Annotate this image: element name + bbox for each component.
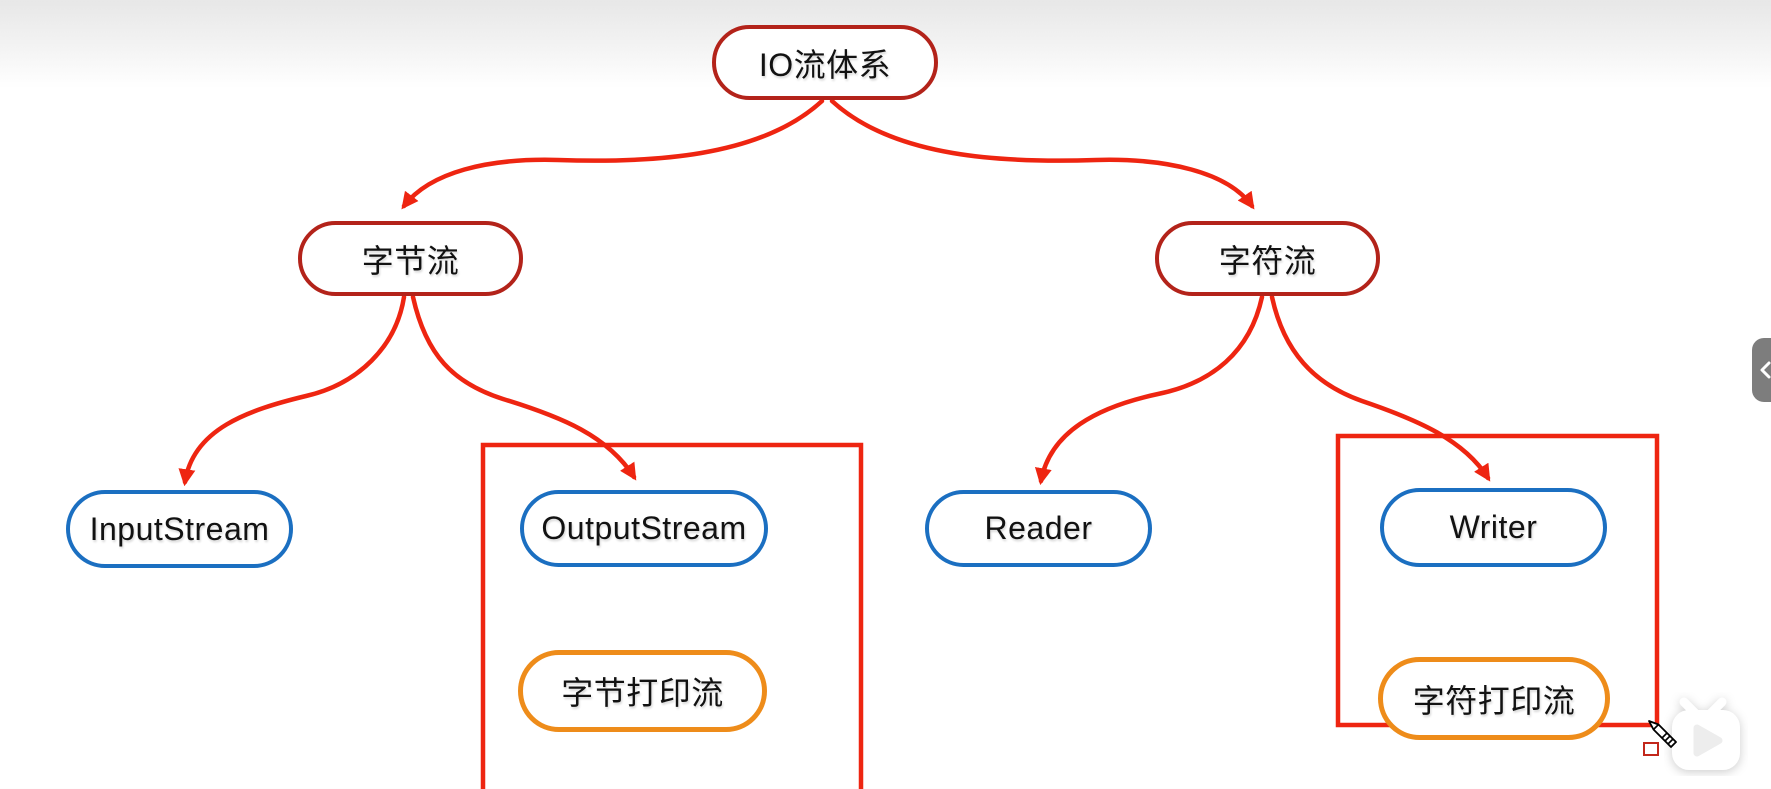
connector-byte-stream-to-input-stream xyxy=(178,294,407,487)
node-input-stream[interactable]: InputStream xyxy=(66,490,293,568)
node-reader[interactable]: Reader xyxy=(925,490,1152,567)
node-label-input-stream: InputStream xyxy=(89,510,270,547)
connector-char-stream-to-reader xyxy=(1034,294,1265,486)
node-label-writer: Writer xyxy=(1449,509,1538,545)
node-char-print[interactable]: 字符打印流 xyxy=(1378,657,1610,740)
connector-io-to-byte-stream xyxy=(401,98,825,210)
node-label-byte-print: 字节打印流 xyxy=(561,675,724,711)
node-byte-print[interactable]: 字节打印流 xyxy=(518,650,767,732)
tv-play-logo-icon xyxy=(1672,697,1740,770)
node-output-stream[interactable]: OutputStream xyxy=(520,490,768,567)
connector-byte-stream-to-output-stream xyxy=(410,294,637,481)
connector-io-to-char-stream xyxy=(829,98,1255,210)
node-label-reader: Reader xyxy=(984,510,1093,546)
node-label-char-print: 字符打印流 xyxy=(1412,682,1576,719)
node-label-output-stream: OutputStream xyxy=(541,510,747,546)
node-label-char-stream: 字符流 xyxy=(1218,242,1317,279)
node-label-io: IO流体系 xyxy=(758,46,892,83)
node-io[interactable]: IO流体系 xyxy=(712,25,938,100)
connector-char-stream-to-writer xyxy=(1269,294,1491,482)
node-label-byte-stream: 字节流 xyxy=(361,242,460,279)
collapse-panel-handle[interactable] xyxy=(1752,338,1771,402)
node-writer[interactable]: Writer xyxy=(1380,488,1607,567)
node-byte-stream[interactable]: 字节流 xyxy=(298,221,523,296)
node-char-stream[interactable]: 字符流 xyxy=(1155,221,1380,296)
small-rectangle-shape-marker xyxy=(1643,742,1659,756)
chevron-left-icon xyxy=(1760,361,1771,379)
